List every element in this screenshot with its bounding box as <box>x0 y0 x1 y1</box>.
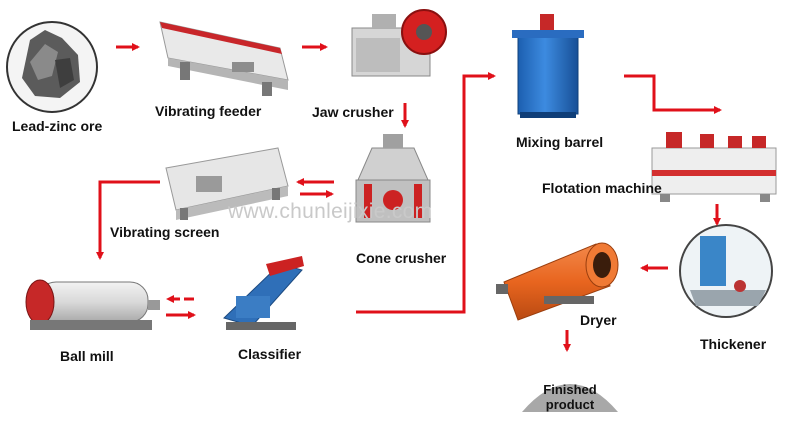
label-ball-mill: Ball mill <box>60 348 114 364</box>
label-classifier: Classifier <box>238 346 302 362</box>
label-finished-product: Finished product <box>520 382 620 412</box>
vibrating-screen-image <box>165 147 289 220</box>
mixing-barrel-image <box>512 14 584 118</box>
finished-product-pile <box>522 384 618 412</box>
label-lead-zinc-ore: Lead-zinc ore <box>12 118 103 134</box>
flotation-machine-image <box>651 132 777 202</box>
vibrating-feeder-image <box>159 21 289 96</box>
flow-arrows <box>96 43 722 352</box>
arrow-mixing-flotation <box>624 74 722 114</box>
label-mixing-barrel: Mixing barrel <box>516 134 604 150</box>
thickener-image <box>679 224 773 318</box>
label-flotation-machine: Flotation machine <box>542 180 662 196</box>
finished-product-line1: Finished <box>543 382 597 397</box>
cone-crusher-image <box>355 134 431 223</box>
label-jaw-crusher: Jaw crusher <box>312 104 394 120</box>
dryer-image <box>496 242 619 321</box>
finished-product-line2: product <box>545 397 595 412</box>
label-cone-crusher: Cone crusher <box>356 250 447 266</box>
watermark: www.chunleijixie.com <box>228 200 433 223</box>
ball-mill-image <box>25 279 160 330</box>
label-vibrating-feeder: Vibrating feeder <box>155 103 262 119</box>
ore-image <box>6 21 98 113</box>
label-dryer: Dryer <box>580 312 617 328</box>
label-vibrating-screen: Vibrating screen <box>110 224 220 240</box>
jaw-crusher-image <box>351 9 447 77</box>
label-thickener: Thickener <box>700 336 767 352</box>
classifier-image <box>223 256 304 330</box>
arrow-screen-ballmill <box>96 180 160 260</box>
arrow-classifier-mixing <box>356 72 496 314</box>
